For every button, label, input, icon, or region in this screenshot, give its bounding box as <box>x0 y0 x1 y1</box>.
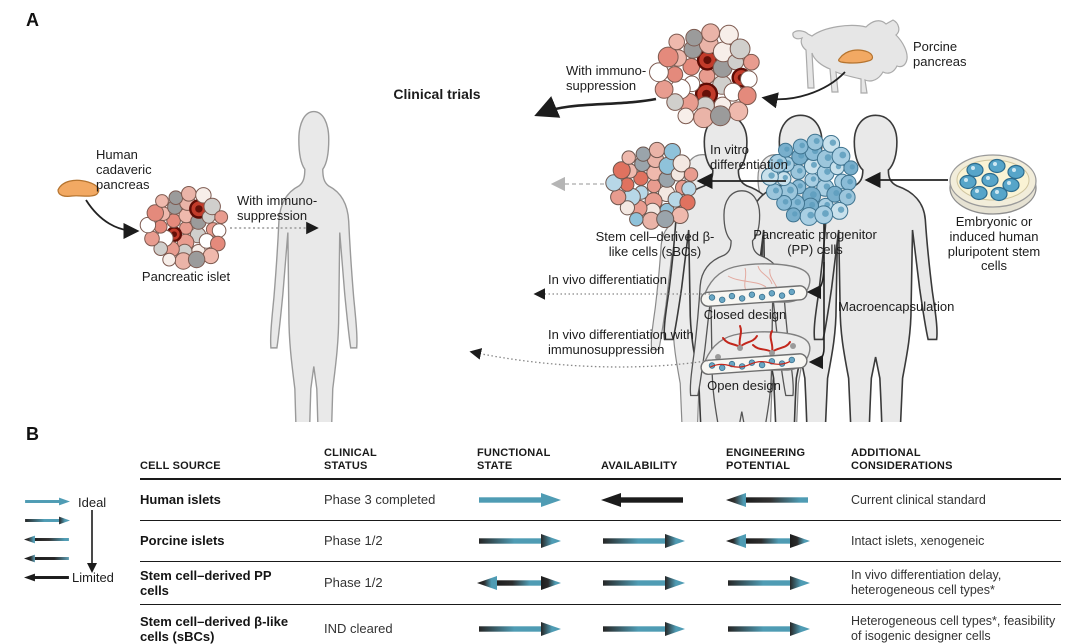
pancreatic-islet-cluster <box>139 186 229 270</box>
col-header-engineering-potential: ENGINEERING POTENTIAL <box>726 446 806 473</box>
pig-pancreas-shape <box>838 49 874 64</box>
functional-state-arrow <box>477 575 601 591</box>
engineering-potential-arrow <box>726 492 851 508</box>
legend-arrow-limited <box>24 572 70 583</box>
pig-silhouette <box>792 19 908 94</box>
additional-considerations: Current clinical standard <box>851 492 986 507</box>
macroencapsulation-label: Macroencapsulation <box>838 299 955 314</box>
porcine-pancreas-label: Porcine pancreas <box>913 39 967 69</box>
invitro-label: In vitro differentiation <box>710 142 788 172</box>
arrow-pancreas-to-islet <box>85 199 140 240</box>
col-header-additional-considerations: ADDITIONAL CONSIDERATIONS <box>851 446 953 473</box>
clinical-status: IND cleared <box>324 621 393 637</box>
arrow-open-to-trials-dotted <box>469 348 713 368</box>
closed-tube-cells <box>708 288 796 303</box>
availability-arrow <box>601 621 726 637</box>
col-header-functional-state: FUNCTIONAL STATE <box>477 446 551 473</box>
sbc-cluster <box>605 141 699 230</box>
immuno-left-label: With immuno-suppression <box>237 193 318 223</box>
cell-source: Human islets <box>140 492 221 508</box>
additional-considerations: Intact islets, xenogeneic <box>851 533 985 548</box>
col-header-cell-source: CELL SOURCE <box>140 460 221 473</box>
human-donor-silhouette <box>269 110 358 422</box>
legend-scale-arrow <box>87 510 97 573</box>
clinical-status: Phase 1/2 <box>324 575 383 591</box>
legend-ideal-label: Ideal <box>78 495 107 510</box>
additional-considerations: In vivo differentiation delay, heterogen… <box>851 568 1002 597</box>
functional-state-arrow <box>477 533 601 549</box>
functional-state-arrow <box>477 621 601 637</box>
panel-a-label: A <box>26 10 39 30</box>
legend-limited-label: Limited <box>72 570 114 585</box>
open-design-ports <box>715 343 796 360</box>
invivo-label: In vivo differentiation <box>548 272 667 287</box>
additional-considerations: Heterogeneous cell types*, feasibility o… <box>851 614 1056 643</box>
pp-cell-cluster <box>761 133 859 226</box>
table-row-porcine-islets: Porcine islets Phase 1/2 Intact islets, … <box>140 521 1061 562</box>
legend-arrow-2 <box>24 515 70 526</box>
availability-arrow <box>601 575 726 591</box>
cell-source: Stem cell–derived β-like cells (sBCs) <box>140 613 289 644</box>
clinical-trials-title: Clinical trials <box>393 86 481 102</box>
availability-arrow <box>601 533 726 549</box>
porcine-islet-cluster <box>649 23 760 129</box>
open-design-device <box>700 325 811 375</box>
human-source-label: Human cadaveric pancreas <box>96 147 152 192</box>
panel-a-illustration <box>57 19 1037 422</box>
immuno-right-label: With immuno-suppression <box>566 63 647 93</box>
open-design-label: Open design <box>707 378 781 393</box>
pancreatic-islet-label: Pancreatic islet <box>141 269 231 284</box>
cell-source: Stem cell–derived PP cells <box>140 567 272 598</box>
table-row-sbcs: Stem cell–derived β-like cells (sBCs) IN… <box>140 605 1061 644</box>
col-header-availability: AVAILABILITY <box>601 460 678 473</box>
petri-dish <box>949 154 1037 215</box>
sbc-label: Stem cell–derived β-like cells (sBCs) <box>595 229 715 259</box>
table-header-row: CELL SOURCE CLINICAL STATUS FUNCTIONAL S… <box>140 430 1061 480</box>
human-pancreas-shape <box>57 179 100 197</box>
legend-arrow-4 <box>24 553 70 564</box>
clinical-status: Phase 1/2 <box>324 533 383 549</box>
availability-arrow <box>601 492 726 508</box>
stem-cell-dots <box>959 158 1025 202</box>
arrow-porcine-to-trials <box>534 96 657 118</box>
arrow-legend: Ideal Limited <box>24 495 156 592</box>
arrow-pp-to-closed <box>806 261 825 300</box>
comparison-table: CELL SOURCE CLINICAL STATUS FUNCTIONAL S… <box>140 430 1061 644</box>
legend-arrow-ideal <box>24 496 70 507</box>
closed-design-device <box>700 263 811 307</box>
psc-label: Embryonic or induced human pluripotent s… <box>947 214 1041 274</box>
legend-arrow-3 <box>24 534 70 545</box>
clinical-status: Phase 3 completed <box>324 492 436 508</box>
engineering-potential-arrow <box>726 533 851 549</box>
functional-state-arrow <box>477 492 601 508</box>
panel-b-label: B <box>26 424 39 444</box>
table-row-human-islets: Human islets Phase 3 completed Current c… <box>140 480 1061 521</box>
arrow-pig-to-islet <box>761 71 846 109</box>
arrow-pp-to-open <box>808 224 825 370</box>
invivo-immuno-label: In vivo differentiation with immunosuppr… <box>548 327 694 357</box>
col-header-clinical-status: CLINICAL STATUS <box>324 446 377 473</box>
pp-label: Pancreatic progenitor (PP) cells <box>753 227 877 257</box>
table-row-pp-cells: Stem cell–derived PP cells Phase 1/2 In … <box>140 562 1061 605</box>
closed-design-label: Closed design <box>703 307 787 322</box>
cell-source: Porcine islets <box>140 533 225 549</box>
engineering-potential-arrow <box>726 575 851 591</box>
engineering-potential-arrow <box>726 621 851 637</box>
flow-arrows <box>85 71 948 370</box>
